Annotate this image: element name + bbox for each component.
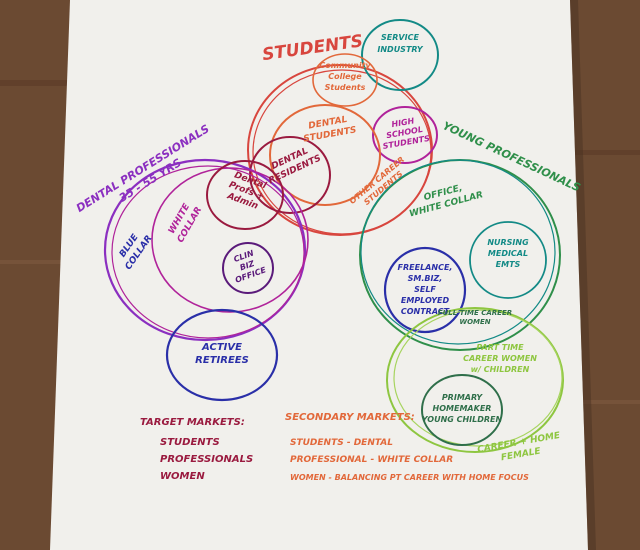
dental-professionals-circle [103, 158, 307, 342]
secondary-markets-note: SECONDARY MARKETS: STUDENTS - DENTAL PRO… [285, 412, 529, 482]
target-title: TARGET MARKETS: [140, 417, 245, 428]
freelance-circle [383, 246, 467, 334]
target-markets-note: TARGET MARKETS: STUDENTS PROFESSIONALS W… [140, 417, 253, 482]
paper-sheet [50, 0, 588, 550]
wood-grain-1 [0, 80, 80, 86]
wood-grain-3 [560, 150, 640, 155]
secondary-item-3: WOMEN - BALANCING PT CAREER WITH HOME FO… [290, 473, 529, 482]
dental-profs-circle [206, 160, 284, 230]
primary-homemaker-circle [421, 374, 503, 446]
target-item-1: STUDENTS [160, 437, 220, 448]
target-item-3: WOMEN [160, 471, 205, 482]
white-collar-circle [151, 167, 309, 313]
part-time-circle-2 [393, 309, 563, 447]
young-professionals-circle-2 [360, 159, 556, 345]
paper-shadow [570, 0, 596, 550]
active-retirees-circle [165, 308, 279, 402]
label-high-school: HIGHSCHOOLSTUDENTS [379, 114, 431, 151]
secondary-item-2: PROFESSIONAL - WHITE COLLAR [290, 455, 453, 465]
dental-students-circle [269, 104, 381, 206]
wood-grain-4 [560, 400, 640, 404]
secondary-title: SECONDARY MARKETS: [285, 412, 415, 423]
label-dental-profs: DentalProfs +Admin [224, 170, 270, 213]
high-school-circle [372, 106, 438, 164]
service-industry-circle [361, 19, 439, 91]
secondary-item-1: STUDENTS - DENTAL [290, 438, 393, 448]
target-item-2: PROFESSIONALS [160, 454, 253, 465]
nursing-circle [469, 221, 547, 299]
dental-professionals-circle-2 [111, 165, 305, 339]
clin-biz-circle [222, 242, 274, 294]
part-time-circle [386, 307, 564, 453]
community-college-circle [312, 53, 378, 107]
wood-grain-2 [0, 260, 80, 264]
